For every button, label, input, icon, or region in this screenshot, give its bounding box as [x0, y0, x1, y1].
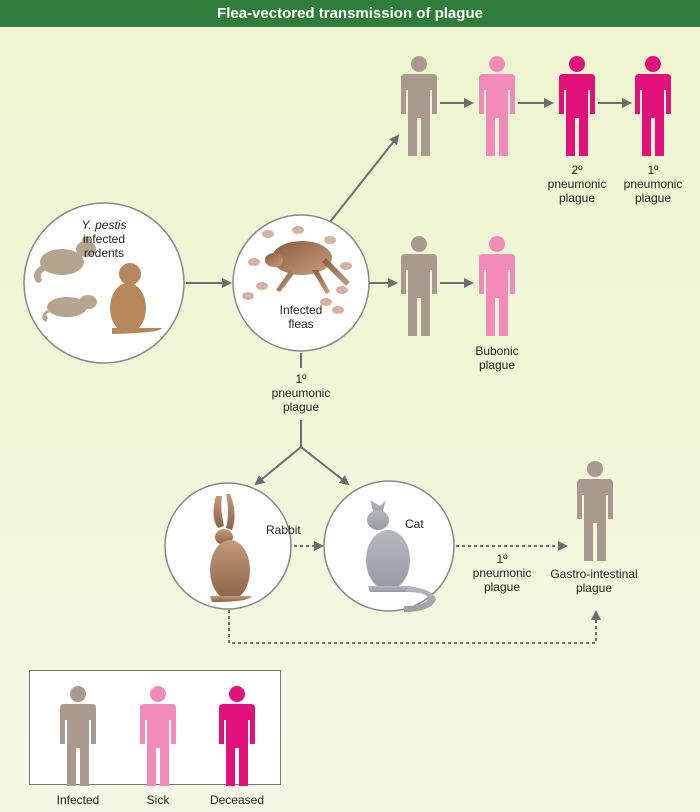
legend-person-infected — [60, 686, 96, 786]
person-top-deceased-secondary — [559, 56, 595, 156]
rodents-label-line2: rodents — [83, 246, 125, 260]
person-top-sick — [479, 56, 515, 156]
small-fleas — [242, 226, 352, 314]
primary-pneumonic-cat-line3: plague — [483, 580, 521, 594]
cat-illustration — [366, 500, 436, 612]
bubonic-label: Bubonic plague — [457, 344, 537, 372]
rabbit-node — [164, 482, 292, 610]
person-top-infected — [401, 56, 437, 156]
primary-pneumonic-mid-label: 1º pneumonic plague — [261, 372, 341, 414]
bubonic-line2: plague — [478, 358, 516, 372]
flea-illustration — [265, 241, 350, 294]
mouse-illustration — [42, 295, 97, 322]
secondary-pneumonic-label: 2º pneumonic plague — [537, 163, 617, 205]
rabbit-illustration — [210, 494, 252, 602]
rodents-label-italic: Y. pestis — [81, 218, 127, 232]
arrow-rabbit-to-gastro — [228, 610, 601, 644]
secondary-pneumonic-line2: pneumonic — [547, 177, 607, 191]
rodents-label: Y. pestis infected rodents — [54, 218, 154, 260]
prairie-dog-illustration — [110, 263, 162, 334]
primary-pneumonic-cat-line1: 1º — [496, 552, 508, 566]
legend-label-sick: Sick — [146, 793, 170, 807]
primary-pneumonic-mid-line3: plague — [282, 400, 320, 414]
primary-pneumonic-top-line3: plague — [634, 191, 672, 205]
arrow-fleas-to-top-row — [329, 134, 400, 223]
primary-pneumonic-mid-line2: pneumonic — [271, 386, 331, 400]
legend-person-deceased — [219, 686, 255, 786]
secondary-pneumonic-line3: plague — [558, 191, 596, 205]
gastro-line1: Gastro-intestinal — [550, 567, 638, 581]
fleas-label-line1: Infected — [279, 303, 323, 317]
bubonic-line1: Bubonic — [475, 344, 519, 358]
person-bubonic-sick — [479, 236, 515, 336]
rodents-node — [23, 202, 185, 364]
legend-person-sick — [140, 686, 176, 786]
primary-pneumonic-top-line1: 1º — [647, 163, 659, 177]
cat-label: Cat — [405, 517, 424, 531]
arrow-fork-to-rabbit — [254, 446, 302, 486]
rodents-label-line1: infected — [82, 232, 126, 246]
primary-pneumonic-cat-line2: pneumonic — [472, 566, 532, 580]
person-bubonic-infected — [401, 236, 437, 336]
gastro-label: Gastro-intestinal plague — [538, 567, 650, 595]
legend-label-infected: Infected — [56, 793, 100, 807]
cat-node — [323, 480, 455, 612]
primary-pneumonic-cat-label: 1º pneumonic plague — [462, 552, 542, 594]
fleas-label-line2: fleas — [288, 317, 314, 331]
primary-pneumonic-mid-line1: 1º — [295, 372, 307, 386]
page-title: Flea-vectored transmission of plague — [0, 0, 700, 27]
secondary-pneumonic-line1: 2º — [571, 163, 583, 177]
primary-pneumonic-top-line2: pneumonic — [623, 177, 683, 191]
primary-pneumonic-top-label: 1º pneumonic plague — [613, 163, 693, 205]
arrow-fork-to-cat — [300, 446, 350, 486]
fleas-node — [232, 214, 370, 352]
rabbit-label: Rabbit — [266, 523, 301, 537]
person-top-deceased-primary — [635, 56, 671, 156]
legend-label-deceased: Deceased — [209, 793, 265, 807]
rat-illustration — [34, 236, 96, 283]
fleas-label: Infected fleas — [261, 303, 341, 331]
person-gastro-infected — [577, 461, 613, 561]
gastro-line2: plague — [575, 581, 613, 595]
